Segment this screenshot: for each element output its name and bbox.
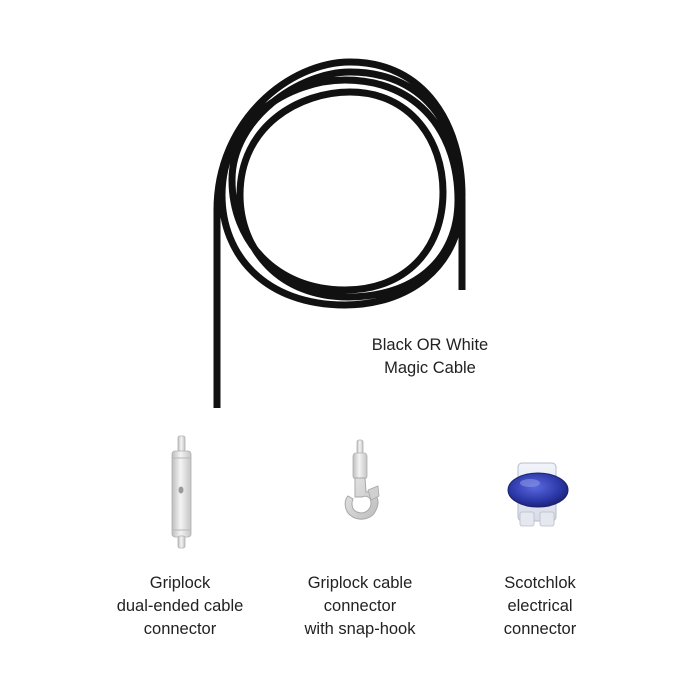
caption-line: connector xyxy=(323,597,397,615)
caption-line: Griplock xyxy=(149,574,211,592)
cable-caption-line-2: Magic Cable xyxy=(384,359,476,377)
caption-line: Griplock cable xyxy=(307,574,413,592)
griplock-dual-ended-caption: Griplock dual-ended cable connector xyxy=(95,572,265,641)
magic-cable-coil xyxy=(213,58,466,408)
caption-line: connector xyxy=(503,620,577,638)
scotchlok-caption: Scotchlok electrical connector xyxy=(455,572,625,641)
cable-caption: Black OR White Magic Cable xyxy=(345,334,515,380)
caption-line: with snap-hook xyxy=(304,620,416,638)
griplock-dual-ended-connector-icon xyxy=(171,435,192,549)
caption-line: Scotchlok xyxy=(504,574,576,592)
scotchlok-connector-icon xyxy=(507,462,569,527)
cable-caption-line-1: Black OR White xyxy=(371,336,489,354)
griplock-snap-hook-caption: Griplock cable connector with snap-hook xyxy=(275,572,445,641)
caption-line: electrical xyxy=(507,597,573,615)
caption-line: dual-ended cable xyxy=(116,597,244,615)
griplock-snap-hook-icon xyxy=(344,439,380,520)
caption-line: connector xyxy=(143,620,217,638)
